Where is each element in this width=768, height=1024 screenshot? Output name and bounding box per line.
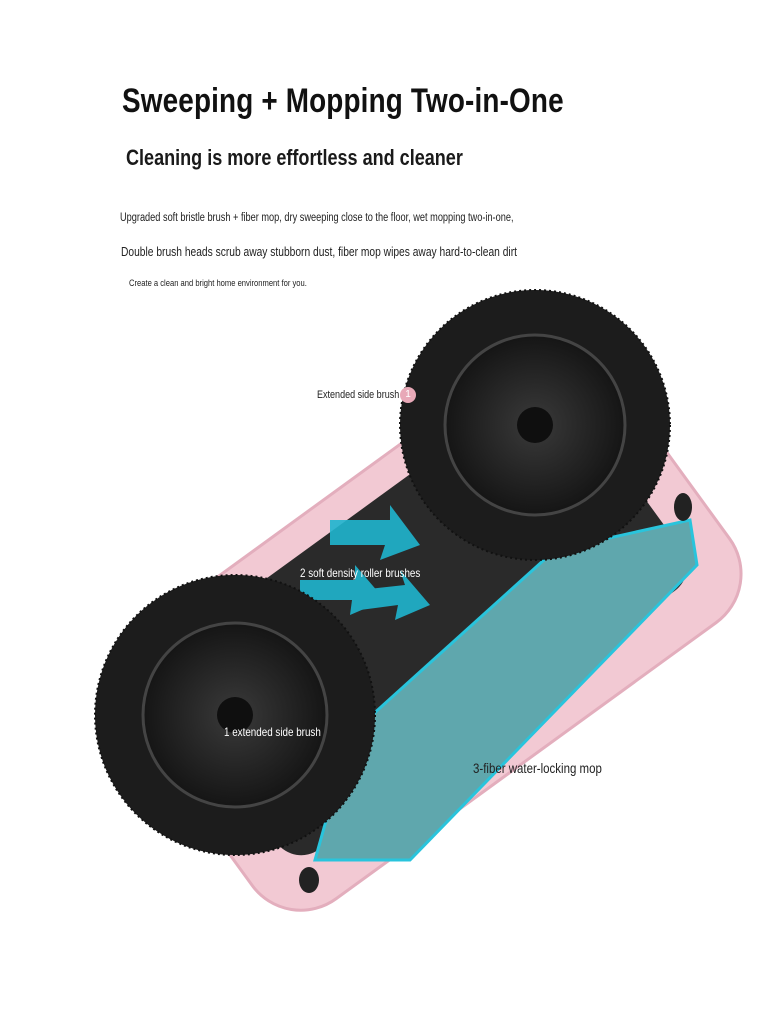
page-title: Sweeping + Mopping Two-in-One: [122, 82, 564, 120]
callout-one-side-brush: 1 extended side brush: [224, 725, 321, 739]
callout-extended-side-brush: Extended side brush: [317, 389, 400, 401]
callout-number-badge: 1: [400, 387, 416, 403]
description-line-2: Double brush heads scrub away stubborn d…: [121, 245, 517, 259]
side-brush-top: [399, 289, 671, 561]
wheel-icons: [299, 493, 692, 893]
roller-brush-arrows: [300, 505, 430, 620]
description-line-1: Upgraded soft bristle brush + fiber mop,…: [120, 212, 514, 224]
callout-mop: 3-fiber water-locking mop: [473, 760, 602, 776]
description-line-3: Create a clean and bright home environme…: [129, 278, 307, 289]
page-subtitle: Cleaning is more effortless and cleaner: [126, 145, 463, 170]
callout-roller-brushes: 2 soft density roller brushes: [300, 566, 421, 580]
side-brush-bottom: [94, 574, 376, 856]
